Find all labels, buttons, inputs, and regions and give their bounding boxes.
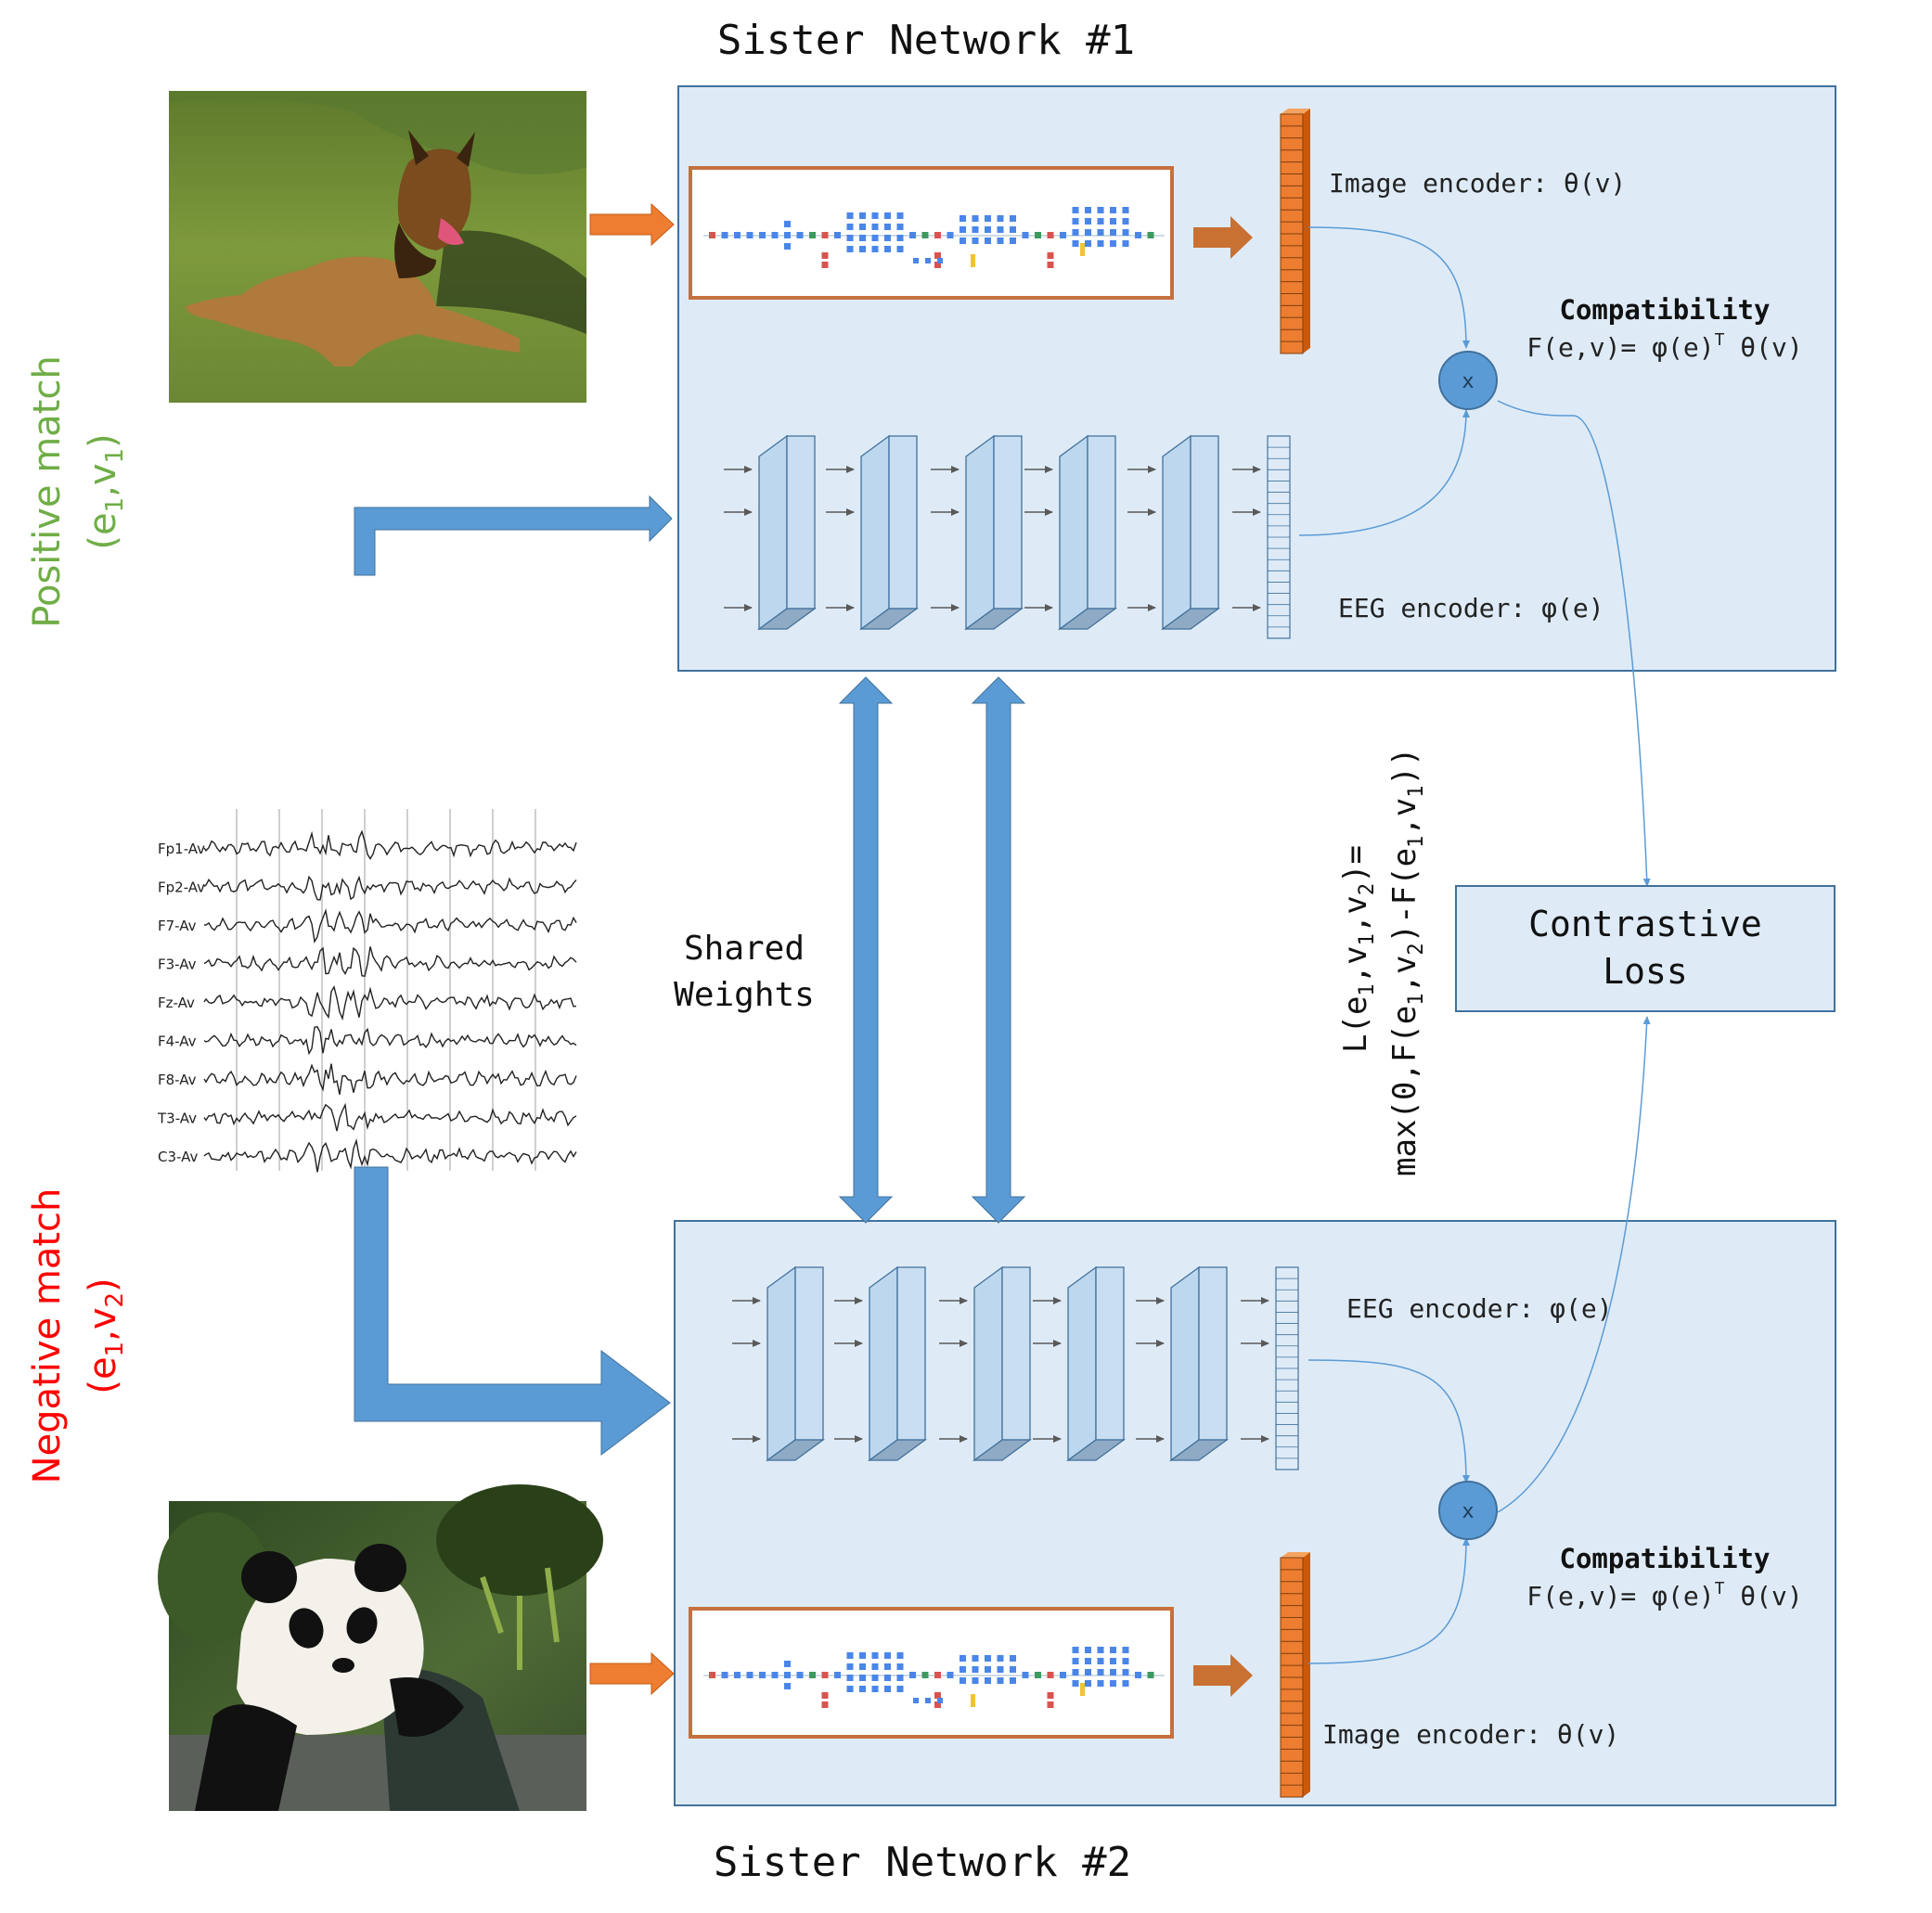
eeg-encoder-label-2: EEG encoder: φ(e)	[1346, 1293, 1613, 1324]
svg-text:Positive match: Positive match	[26, 355, 69, 627]
negative-match-label: Negative match	[26, 1188, 69, 1484]
compatibility-title-1: Compatibility	[1560, 294, 1771, 326]
dog-photo	[169, 91, 586, 403]
svg-text:Loss: Loss	[1603, 951, 1688, 992]
svg-text:max(0,F(e1,v2)-F(e1,v1)): max(0,F(e1,v2)-F(e1,v1))	[1386, 748, 1428, 1176]
eeg-trace	[203, 946, 577, 977]
svg-text:L(e1,v1,v2)=: L(e1,v1,v2)=	[1337, 845, 1379, 1053]
compatibility-formula-1: F(e,v)= φ(e)T θ(v)	[1526, 330, 1802, 363]
eeg-channel-label: Fz-Av	[158, 995, 195, 1011]
svg-text:x: x	[1462, 1500, 1474, 1523]
eeg-feature-to-mult-2	[1307, 1359, 1470, 1483]
panda-photo	[158, 1484, 603, 1811]
eeg-channel-label: F8-Av	[158, 1072, 197, 1088]
shared-weights-arrow-1	[838, 676, 894, 1224]
eeg-channel-label: Fp2-Av	[158, 879, 205, 896]
eeg-to-network1-arrow	[354, 494, 673, 576]
compatibility-formula-2: F(e,v)= φ(e)T θ(v)	[1526, 1579, 1802, 1611]
dog-to-cnn-arrow	[589, 202, 675, 247]
eeg-channel-label: C3-Av	[158, 1149, 198, 1165]
shared-weights-arrow-2	[971, 676, 1026, 1224]
shared-weights-line1: Shared	[684, 930, 805, 968]
cnn-architecture-1	[689, 166, 1174, 300]
eeg-trace	[203, 984, 577, 1021]
eeg-signal-plot: Fp1-AvFp2-AvF7-AvF3-AvFz-AvF4-AvF8-AvT3-…	[157, 807, 577, 1174]
svg-text:(e1,v1): (e1,v1)	[82, 433, 129, 549]
eeg-trace	[203, 908, 577, 944]
loss-formula: L(e1,v1,v2)= max(0,F(e1,v2)-F(e1,v1))	[1337, 748, 1428, 1176]
negative-match-pair: (e1,v2)	[82, 1277, 129, 1393]
multiply-node-1: x	[1438, 351, 1498, 410]
sister-network-2-title: Sister Network #2	[714, 1839, 1131, 1886]
sister-network-1-title: Sister Network #1	[717, 17, 1135, 64]
eeg-trace	[203, 875, 577, 901]
image-encoder-label-1: Image encoder: θ(v)	[1329, 168, 1626, 199]
cnn1-to-feature-arrow	[1193, 216, 1253, 259]
positive-match-label: Positive match	[26, 355, 69, 627]
eeg-channel-label: Fp1-Av	[158, 841, 205, 857]
svg-text:Negative match: Negative match	[26, 1188, 69, 1484]
positive-match-pair: (e1,v1)	[82, 433, 129, 549]
eeg-feature-to-mult-1	[1298, 409, 1470, 536]
cnn2-to-feature-arrow	[1193, 1654, 1253, 1697]
svg-text:Contrastive: Contrastive	[1528, 904, 1762, 944]
shared-weights-line2: Weights	[674, 976, 815, 1014]
image-feature-vector-2	[1280, 1552, 1310, 1798]
contrastive-loss-box: Contrastive Loss	[1455, 885, 1835, 1012]
eeg-channel-label: F3-Av	[158, 956, 197, 973]
mult1-to-loss	[1497, 400, 1651, 887]
compatibility-title-2: Compatibility	[1560, 1543, 1771, 1574]
svg-text:(e1,v2): (e1,v2)	[82, 1277, 129, 1393]
svg-text:x: x	[1462, 370, 1474, 393]
mult2-to-loss	[1497, 1016, 1651, 1513]
eeg-channel-label: F7-Av	[158, 918, 197, 934]
eeg-trace	[203, 829, 577, 860]
image-feature-vector-1	[1280, 109, 1310, 354]
multiply-node-2: x	[1438, 1481, 1498, 1540]
eeg-channel-label: T3-Av	[157, 1111, 197, 1127]
cnn-architecture-2	[689, 1607, 1174, 1739]
eeg-encoder-layers-1	[724, 434, 1291, 639]
image-feature-to-mult-1	[1307, 226, 1470, 349]
eeg-encoder-layers-2	[732, 1265, 1299, 1470]
eeg-trace	[203, 1063, 577, 1095]
eeg-trace	[203, 1102, 577, 1132]
image-encoder-label-2: Image encoder: θ(v)	[1322, 1719, 1619, 1750]
eeg-trace	[203, 1138, 577, 1173]
eeg-channel-label: F4-Av	[158, 1034, 197, 1050]
image-feature-to-mult-2	[1307, 1537, 1470, 1664]
panda-to-cnn-arrow	[589, 1651, 675, 1696]
eeg-to-network2-arrow	[354, 1166, 671, 1457]
eeg-trace	[203, 1026, 577, 1056]
eeg-encoder-label-1: EEG encoder: φ(e)	[1338, 593, 1604, 623]
